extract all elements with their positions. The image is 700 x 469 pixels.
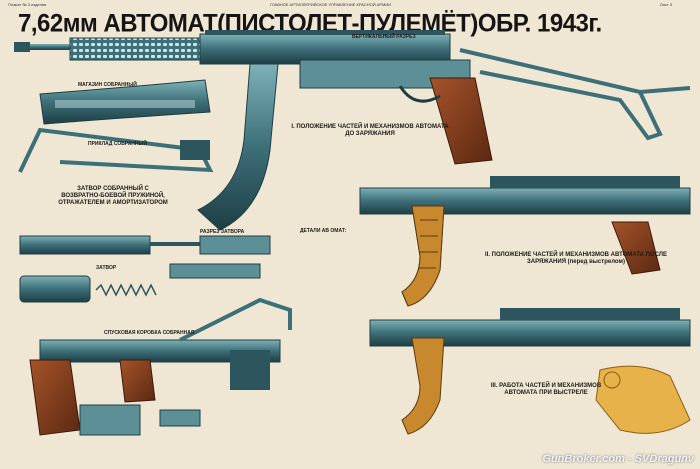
gun-loaded-illustration	[359, 176, 691, 307]
bolt-assembly-illustration	[19, 235, 271, 303]
bolt-label: ЗАТВОР	[96, 265, 117, 271]
section3-title: III. РАБОТА ЧАСТЕЙ И МЕХАНИЗМОВ АВТОМАТА…	[490, 383, 602, 396]
vertical-section-label: ВЕРТИКАЛЬНЫЙ РАЗРЕЗ	[352, 34, 416, 40]
magazine-label: МАГАЗИН СОБРАННЫЙ	[78, 82, 137, 88]
watermark: GunBroker.com - SVDragunv	[542, 453, 694, 465]
parts-list: ДЕТАЛИ АВ ОМАТ:	[300, 228, 370, 234]
issuing-authority-note: ГЛАВНОЕ АРТИЛЛЕРИЙСКОЕ УПРАВЛЕНИЕ КРАСНО…	[270, 2, 392, 7]
sheet-number-note: Лист 3	[660, 2, 673, 7]
bolt-assembled-label: ЗАТВОР СОБРАННЫЙ С ВОЗВРАТНО-БОЕВОЙ ПРУЖ…	[58, 186, 168, 206]
main-gun-vertical-section	[14, 30, 691, 231]
trigger-housing-illustration	[29, 297, 292, 436]
section1-title: I. ПОЛОЖЕНИЕ ЧАСТЕЙ И МЕХАНИЗМОВ АВТОМАТ…	[291, 124, 449, 137]
gun-firing-illustration	[369, 308, 691, 435]
poster-number-note: Плакат № 3 изделия	[8, 2, 47, 7]
stock-label: ПРИКЛАД СОБРАННЫЙ	[88, 141, 148, 147]
receiver-label: СПУСКОВАЯ КОРОБКА СОБРАННАЯ	[104, 330, 195, 336]
magazine-illustration	[39, 79, 211, 125]
parts-title: ДЕТАЛИ АВ ОМАТ:	[300, 228, 347, 234]
bolt-section-label: РАЗРЕЗ ЗАТВОРА	[200, 229, 245, 235]
section2-title: II. ПОЛОЖЕНИЕ ЧАСТЕЙ И МЕХАНИЗМОВ АВТОМА…	[485, 252, 667, 265]
stock-illustration	[18, 127, 214, 173]
